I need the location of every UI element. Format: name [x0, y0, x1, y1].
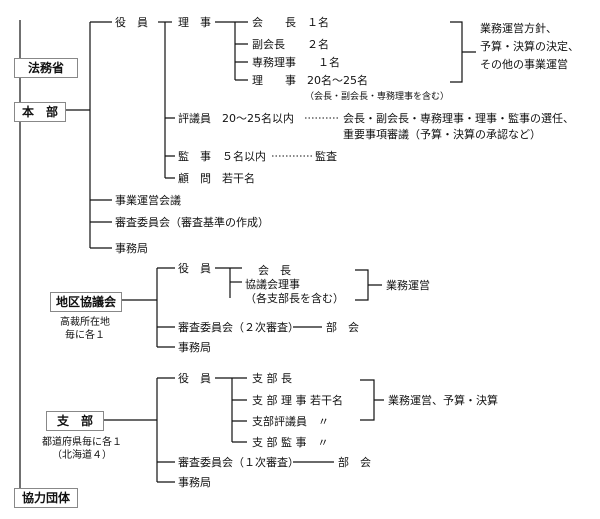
riji-note: （会長・副会長・専務理事を含む） — [305, 92, 450, 102]
chiku-jimukyoku: 事務局 — [178, 341, 211, 354]
shibu-branches — [157, 377, 175, 483]
honbu-duty-1: 業務運営方針、 — [480, 22, 557, 35]
shibu-brace — [360, 379, 384, 421]
shibu-yakuin: 役 員 — [178, 372, 211, 385]
honbu-duty-3: その他の事業運営 — [480, 58, 568, 71]
ministry-box: 法務省 — [14, 58, 78, 78]
chiku-riji: 協議会理事 — [245, 278, 300, 291]
chiku-branches — [157, 267, 175, 348]
fuku-kaicho-entry: 副会長 ２名 — [252, 38, 329, 51]
honbu-branches — [90, 21, 112, 249]
chiku-shinsa: 審査委員会（２次審査） — [178, 321, 299, 334]
shibu-note-2: （北海道４） — [52, 450, 112, 461]
shibu-jimukyoku: 事務局 — [178, 476, 211, 489]
hyogi-desc-2: 重要事項審議（予算・決算の承認など） — [343, 128, 541, 141]
chiku-note-1: 高裁所在地 — [60, 317, 110, 328]
chiku-bukai: 部 会 — [326, 321, 359, 334]
shibu-shinsa: 審査委員会（１次審査） — [178, 456, 299, 469]
shibu-gyomu: 業務運営、予算・決算 — [388, 394, 498, 407]
shibu-hyogi-entry: 支部評議員 〃 — [252, 415, 329, 428]
honbu-shinsa: 審査委員会（審査基準の作成） — [115, 216, 269, 229]
shibu-bukai: 部 会 — [338, 456, 371, 469]
shibu-riji-entry: 支 部 理 事 若干名 — [252, 394, 343, 407]
honbu-jimukyoku: 事務局 — [115, 242, 148, 255]
komon-entry: 顧 問 若干名 — [178, 172, 255, 185]
honbu-riji: 理 事 — [178, 16, 211, 29]
riji-count-entry: 理 事 20名～25名 — [252, 74, 368, 87]
shibu-box: 支 部 — [46, 411, 104, 431]
senmu-riji-entry: 専務理事 １名 — [252, 56, 340, 69]
shibu-yakuin-branches — [232, 399, 247, 443]
honbu-duty-2: 予算・決算の決定、 — [480, 40, 579, 53]
honbu-box: 本 部 — [14, 102, 66, 122]
chiku-brace — [355, 269, 382, 301]
yakuin-branches — [165, 117, 175, 179]
shibu-kanji-entry: 支 部 監 事 〃 — [252, 436, 329, 449]
shibucho-entry: 支 部 長 — [252, 372, 292, 385]
kaicho-entry: 会 長 １名 — [252, 16, 329, 29]
honbu-duties-brace — [450, 21, 476, 83]
kansa-label: 監査 — [315, 150, 337, 163]
chiku-riji-note: （各支部長を含む） — [245, 292, 344, 305]
riji-branches — [235, 43, 248, 81]
chiku-note-2: 毎に各１ — [65, 330, 105, 341]
chiku-box: 地区協議会 — [50, 292, 122, 312]
honbu-yakuin: 役 員 — [115, 16, 148, 29]
jigyo-unei-kaigi: 事業運営会議 — [115, 194, 181, 207]
chiku-yakuin: 役 員 — [178, 262, 211, 275]
chiku-gyomu: 業務運営 — [386, 279, 430, 292]
hyogi-entry: 評議員 20～25名以内 — [178, 112, 294, 125]
hyogi-desc-1: 会長・副会長・専務理事・理事・監事の選任、 — [343, 112, 574, 125]
kyoryoku-box: 協力団体 — [14, 488, 78, 508]
shibu-note-1: 都道府県毎に各１ — [42, 437, 122, 448]
chiku-kaicho: 会 長 — [258, 264, 291, 277]
kanji-entry: 監 事 ５名以内 — [178, 150, 266, 163]
